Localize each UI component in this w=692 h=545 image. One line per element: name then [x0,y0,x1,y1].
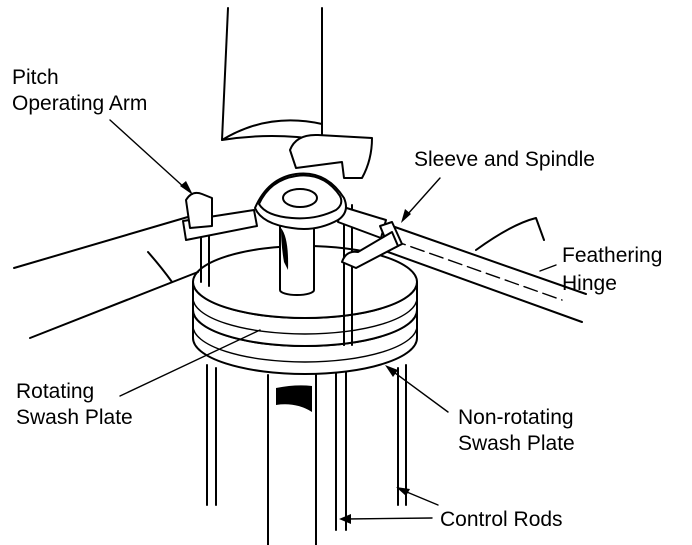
label-rotating-swash-plate: Rotating Swash Plate [16,380,133,429]
label-feathering-hinge: Feathering Hinge [562,244,662,295]
label-feathering-line-1: Feathering [562,244,662,267]
label-non-rotating-line-2: Swash Plate [458,432,575,455]
label-rotating-line-1: Rotating [16,380,94,403]
label-rotating-line-2: Swash Plate [16,406,133,429]
label-non-rotating-line-1: Non-rotating [458,406,574,429]
mast-column [206,364,407,545]
label-pitch-line-2: Operating Arm [12,92,147,115]
label-pitch-line-1: Pitch [12,66,59,89]
leader-lines [109,119,557,524]
label-feathering-line-2: Hinge [562,272,617,295]
label-control-rods: Control Rods [440,508,563,531]
upper-blade [221,7,373,179]
label-sleeve-and-spindle: Sleeve and Spindle [414,148,595,171]
right-blade [337,205,587,323]
label-pitch-operating-arm: Pitch Operating Arm [12,66,147,115]
rotor-hub [254,172,347,230]
left-blade [13,191,258,339]
rotor-shaft [279,225,315,296]
label-non-rotating-swash-plate: Non-rotating Swash Plate [458,406,575,455]
